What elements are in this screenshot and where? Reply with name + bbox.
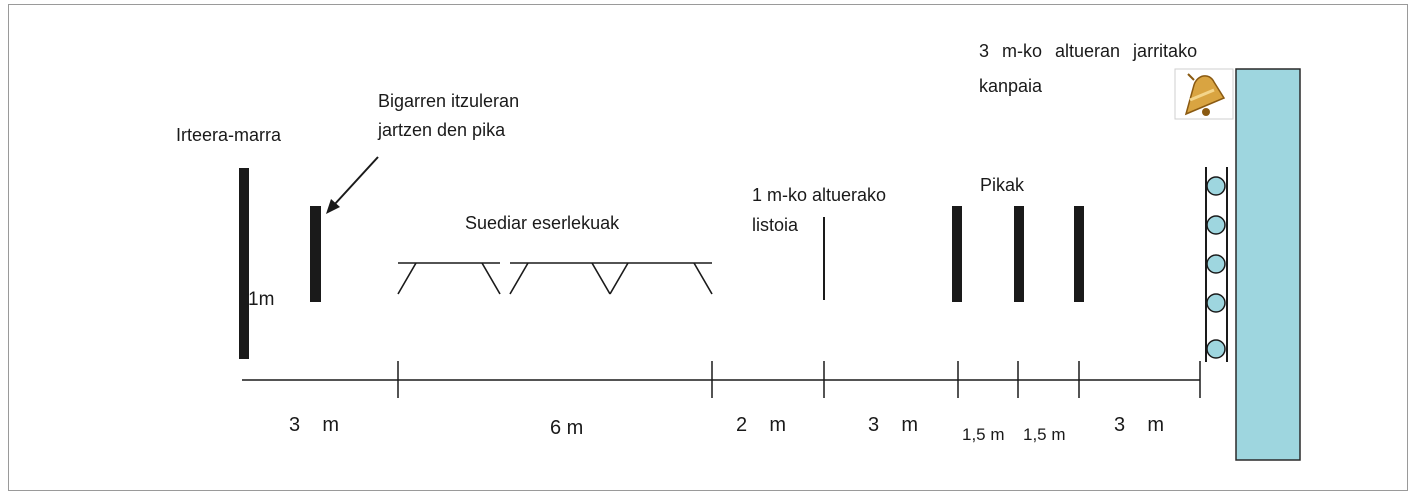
pike-3 bbox=[1074, 206, 1084, 302]
second-turn-pike bbox=[310, 206, 321, 302]
bell-label-line2: kanpaia bbox=[979, 76, 1043, 96]
distance-label: 6 m bbox=[550, 417, 584, 439]
swedish-bench-1 bbox=[397, 262, 501, 295]
bell-label-line1: 3 m-ko altueran jarritako bbox=[979, 41, 1198, 61]
second-turn-pike-label-line1: Bigarren itzuleran bbox=[378, 91, 520, 111]
wall bbox=[1235, 68, 1301, 461]
pointer-arrow-head bbox=[326, 199, 340, 214]
pointer-arrow-line bbox=[333, 156, 379, 206]
distance-label: 2 m bbox=[736, 414, 787, 436]
climbing-ladder bbox=[1205, 167, 1228, 362]
start-line-bar bbox=[239, 168, 249, 359]
swedish-benches-label: Suediar eserlekuak bbox=[465, 213, 620, 233]
second-turn-pike-label-line2: jartzen den pika bbox=[378, 120, 506, 140]
distance-label: 3 m bbox=[868, 414, 919, 436]
pikes-label: Pikak bbox=[980, 175, 1025, 195]
rail-label-line2: listoia bbox=[752, 215, 799, 235]
height-1m-label: 1m bbox=[248, 289, 275, 310]
pike-2 bbox=[1014, 206, 1024, 302]
distance-label: 3 m bbox=[289, 414, 340, 436]
bell-icon bbox=[1174, 68, 1234, 120]
pike-1 bbox=[952, 206, 962, 302]
distance-label: 1,5 m bbox=[962, 425, 1005, 444]
diagram-frame bbox=[8, 4, 1408, 491]
swedish-bench-2 bbox=[509, 262, 713, 295]
distance-label: 1,5 m bbox=[1023, 425, 1066, 444]
rail-label-line1: 1 m-ko altuerako bbox=[752, 185, 887, 205]
distance-label: 3 m bbox=[1114, 414, 1165, 436]
measurement-line bbox=[242, 361, 1201, 398]
start-line-label: Irteera-marra bbox=[176, 125, 282, 145]
